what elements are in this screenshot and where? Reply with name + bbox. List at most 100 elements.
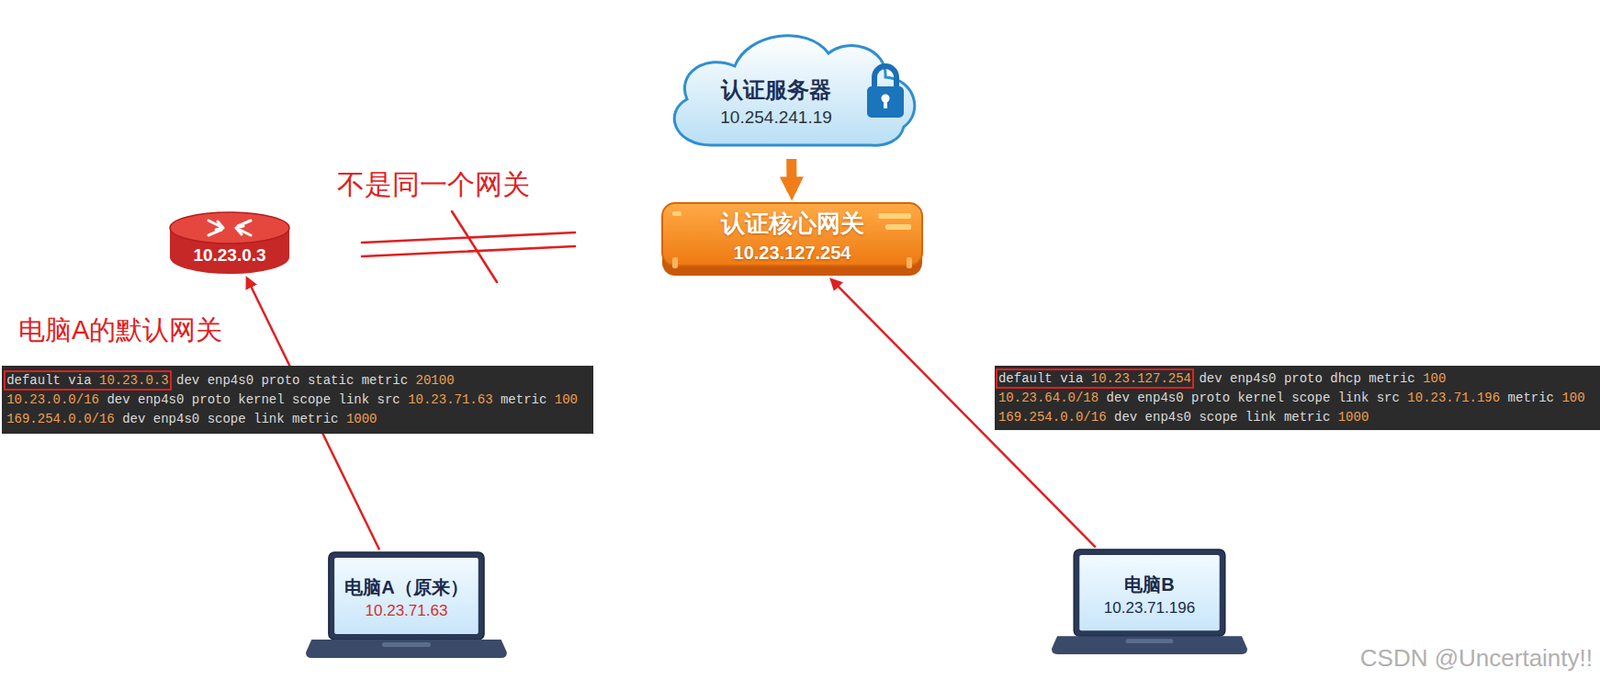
router-arrows: [208, 220, 251, 236]
router-cylinder-outline: [168, 209, 292, 276]
route-token: metric: [1508, 390, 1555, 406]
route-token: dev: [176, 372, 200, 388]
route-token: default: [6, 372, 61, 388]
lock-icon: [867, 66, 904, 118]
route-token: [1106, 409, 1115, 425]
route-token: 100: [554, 392, 578, 407]
node-title: 电脑A（原来）: [344, 575, 468, 598]
ip-address: 10.23.71.63: [365, 601, 449, 620]
route-token: [546, 392, 554, 407]
route-token: link: [1245, 409, 1277, 425]
route-token: [1191, 371, 1199, 386]
route-token: [284, 411, 293, 427]
not-equal-slash: [451, 211, 497, 282]
route-line: 169.254.0.0/16 dev enp4s0 scope link met…: [6, 409, 377, 429]
cloud-shape: [674, 35, 915, 146]
route-token: dev: [1198, 371, 1222, 386]
route-token: metric: [1284, 409, 1330, 425]
route-token: [1322, 371, 1330, 386]
router-cylinder: 10.23.0.3: [168, 209, 292, 276]
route-token: [1415, 371, 1423, 386]
route-token: enp4s0: [1145, 409, 1192, 425]
route-token: [130, 392, 138, 407]
route-token: proto: [191, 392, 231, 407]
annotation-text: 不是同一个网关: [337, 166, 530, 204]
route-token: scope: [1291, 390, 1330, 406]
route-line: 169.254.0.0/16 dev enp4s0 scope link met…: [998, 407, 1369, 428]
route-token: enp4s0: [1137, 390, 1184, 406]
route-token: [369, 392, 377, 407]
route-token: via: [1059, 371, 1083, 386]
route-token: [1098, 390, 1106, 406]
route-token: [169, 372, 177, 388]
highlight-box: default via 10.23.127.254: [998, 371, 1192, 386]
route-token: [1284, 390, 1292, 406]
route-token: [493, 392, 501, 407]
route-token: [1329, 409, 1338, 425]
route-token: 100: [1422, 371, 1446, 386]
route-token: [353, 372, 361, 388]
text-holder: 10.23.0.3: [172, 238, 286, 273]
route-token: [1191, 409, 1199, 425]
route-line: default via 10.23.0.3 dev enp4s0 proto s…: [6, 371, 454, 391]
route-token: 20100: [416, 372, 455, 388]
route-token: [199, 372, 207, 388]
route-token: static: [307, 372, 354, 388]
route-table-panel: default via 10.23.127.254 dev enp4s0 pro…: [994, 365, 1600, 430]
route-token: [199, 411, 207, 427]
laptop-computer: 电脑B10.23.71.196: [1051, 548, 1248, 655]
route-token: kernel: [1237, 390, 1284, 406]
route-line: default via 10.23.127.254 dev enp4s0 pro…: [998, 369, 1446, 389]
route-token: kernel: [237, 392, 284, 407]
route-token: [91, 372, 100, 388]
route-token: [99, 392, 107, 407]
route-token: enp4s0: [153, 411, 200, 427]
route-token: proto: [260, 372, 300, 388]
route-token: [330, 392, 339, 407]
route-token: proto: [1284, 371, 1323, 386]
route-token: [246, 411, 254, 427]
route-token: [284, 392, 293, 407]
ip-address: 10.254.241.19: [720, 107, 833, 129]
annotation-text: 电脑A的默认网关: [18, 312, 223, 350]
route-token: metric: [1368, 371, 1415, 386]
route-token: [1229, 390, 1238, 406]
route-token: enp4s0: [207, 372, 254, 388]
route-token: [1399, 390, 1408, 406]
route-token: enp4s0: [137, 392, 184, 407]
route-token: src: [1376, 390, 1400, 406]
node-title: 10.23.0.3: [192, 245, 266, 267]
route-token: metric: [292, 411, 339, 427]
route-token: [299, 372, 307, 388]
text-holder: 电脑A（原来） 10.23.71.63: [339, 562, 473, 636]
route-token: 10.23.127.254: [1091, 371, 1192, 386]
route-token: [1499, 390, 1508, 406]
route-token: dev: [1106, 390, 1130, 406]
route-token: 100: [1561, 390, 1585, 406]
node-title: 认证服务器: [721, 77, 832, 104]
route-token: 169.254.0.0/16: [6, 411, 115, 427]
route-token: [60, 372, 68, 388]
route-token: [1222, 371, 1230, 386]
route-token: [1361, 371, 1369, 386]
highlight-box: default via 10.23.0.3: [6, 372, 169, 388]
red-arrow: [247, 278, 380, 551]
route-token: [407, 372, 416, 388]
route-token: enp4s0: [1229, 371, 1276, 386]
route-token: [230, 392, 238, 407]
node-title: 电脑B: [1124, 573, 1174, 596]
route-token: [1082, 371, 1091, 386]
route-token: [1052, 371, 1060, 386]
node-title: 认证核心网关: [721, 209, 865, 238]
route-token: [1275, 371, 1284, 386]
route-line: 10.23.0.0/16 dev enp4s0 proto kernel sco…: [6, 390, 578, 410]
route-token: 1000: [346, 411, 378, 427]
route-token: 10.23.64.0/18: [998, 390, 1099, 406]
not-equal-symbol: [361, 211, 575, 282]
text-holder: 认证服务器 10.254.241.19: [702, 64, 850, 141]
route-token: metric: [500, 392, 547, 407]
route-token: 10.23.0.0/16: [6, 392, 100, 407]
text-holder: 认证核心网关10.23.127.254: [671, 206, 913, 268]
route-token: 169.254.0.0/16: [998, 409, 1107, 425]
text-holder: default via 10.23.127.254 dev enp4s0 pro…: [998, 366, 1600, 429]
